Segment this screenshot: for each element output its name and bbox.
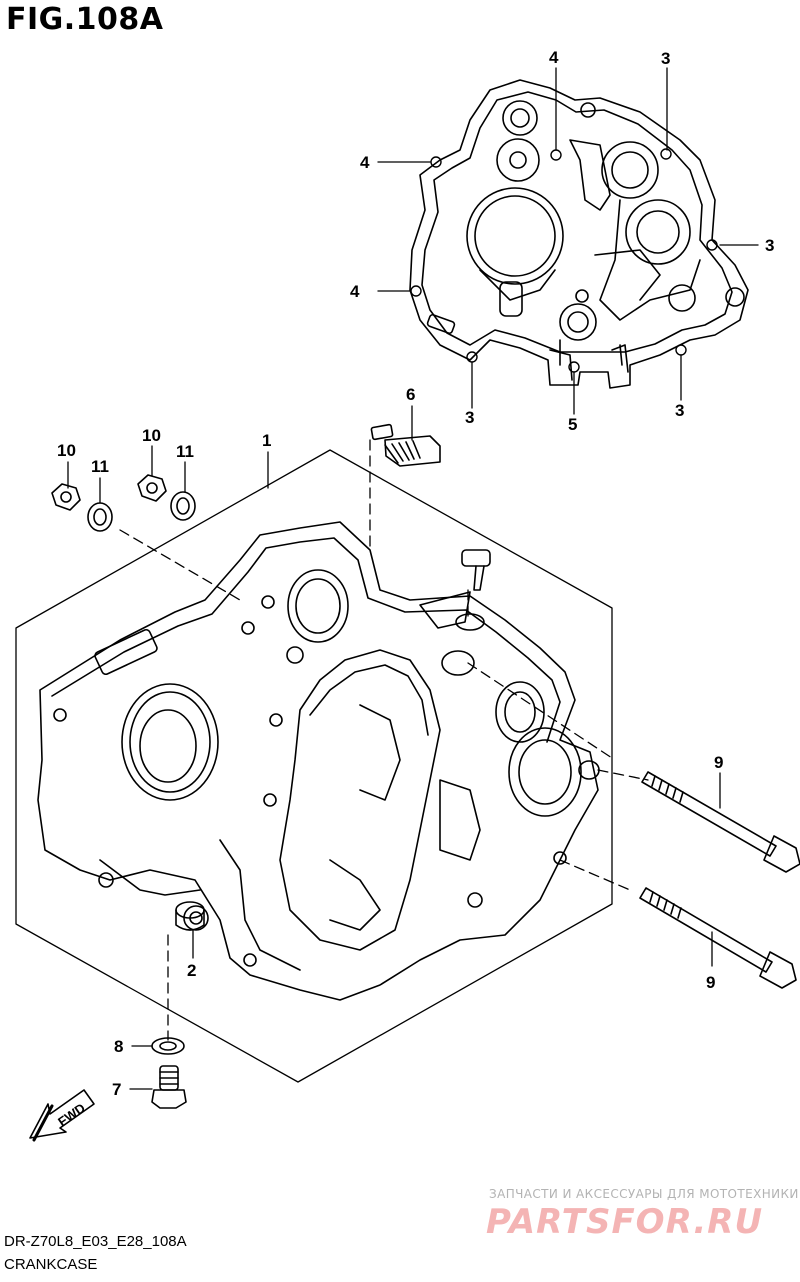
figure-title: FIG.108A xyxy=(6,2,164,37)
left-crankcase-half xyxy=(37,521,600,1001)
oil-fitting xyxy=(455,549,491,631)
part-9-bolt-upper xyxy=(641,771,800,873)
watermark-logo: PARTSFOR.RU xyxy=(486,1202,764,1242)
part-9-bolt-lower xyxy=(639,887,797,989)
callout-6: 6 xyxy=(406,385,415,404)
callout-7: 7 xyxy=(112,1080,121,1099)
part-7-drain-plug xyxy=(151,1065,187,1109)
callout-2: 2 xyxy=(187,961,196,980)
callout-9-lower: 9 xyxy=(706,973,715,992)
part-10-nut-left xyxy=(51,483,81,511)
callout-3-bottom-left: 3 xyxy=(465,408,474,427)
callout-4-left-lower: 4 xyxy=(350,282,360,301)
part-6-cover xyxy=(370,423,441,467)
callout-4-top: 4 xyxy=(549,48,559,67)
forward-direction-arrow: FWD xyxy=(29,1089,95,1142)
callout-1: 1 xyxy=(262,431,271,450)
callout-5: 5 xyxy=(568,415,577,434)
callout-leaders xyxy=(67,67,759,1090)
callout-8: 8 xyxy=(114,1037,123,1056)
callout-3-top: 3 xyxy=(661,49,670,68)
callout-10-left: 10 xyxy=(57,441,76,460)
callout-4-left-upper: 4 xyxy=(360,153,370,172)
assembly-leader-lines xyxy=(119,439,649,1041)
callout-numbers: 4 3 4 3 4 3 5 3 6 1 10 11 10 11 9 9 2 8 … xyxy=(57,48,774,1099)
callout-3-bottom-right: 3 xyxy=(675,401,684,420)
part-2-dowel-pin xyxy=(175,901,205,931)
part-11-washer-left xyxy=(87,502,113,532)
callout-11-left: 11 xyxy=(91,457,109,476)
callout-10-right: 10 xyxy=(142,426,161,445)
callout-3-right: 3 xyxy=(765,236,774,255)
assembly-frame xyxy=(15,449,613,1083)
callout-9-upper: 9 xyxy=(714,753,723,772)
section-name: CRANKCASE xyxy=(4,1256,98,1273)
diagram-code: DR-Z70L8_E03_E28_108A xyxy=(4,1233,187,1250)
watermark-tagline: ЗАПЧАСТИ И АКСЕССУАРЫ ДЛЯ МОТОТЕХНИКИ xyxy=(489,1187,799,1201)
callout-11-right: 11 xyxy=(176,442,194,461)
right-crankcase-half xyxy=(409,79,749,389)
part-10-nut-right xyxy=(137,474,167,502)
part-11-washer-right xyxy=(170,491,196,521)
